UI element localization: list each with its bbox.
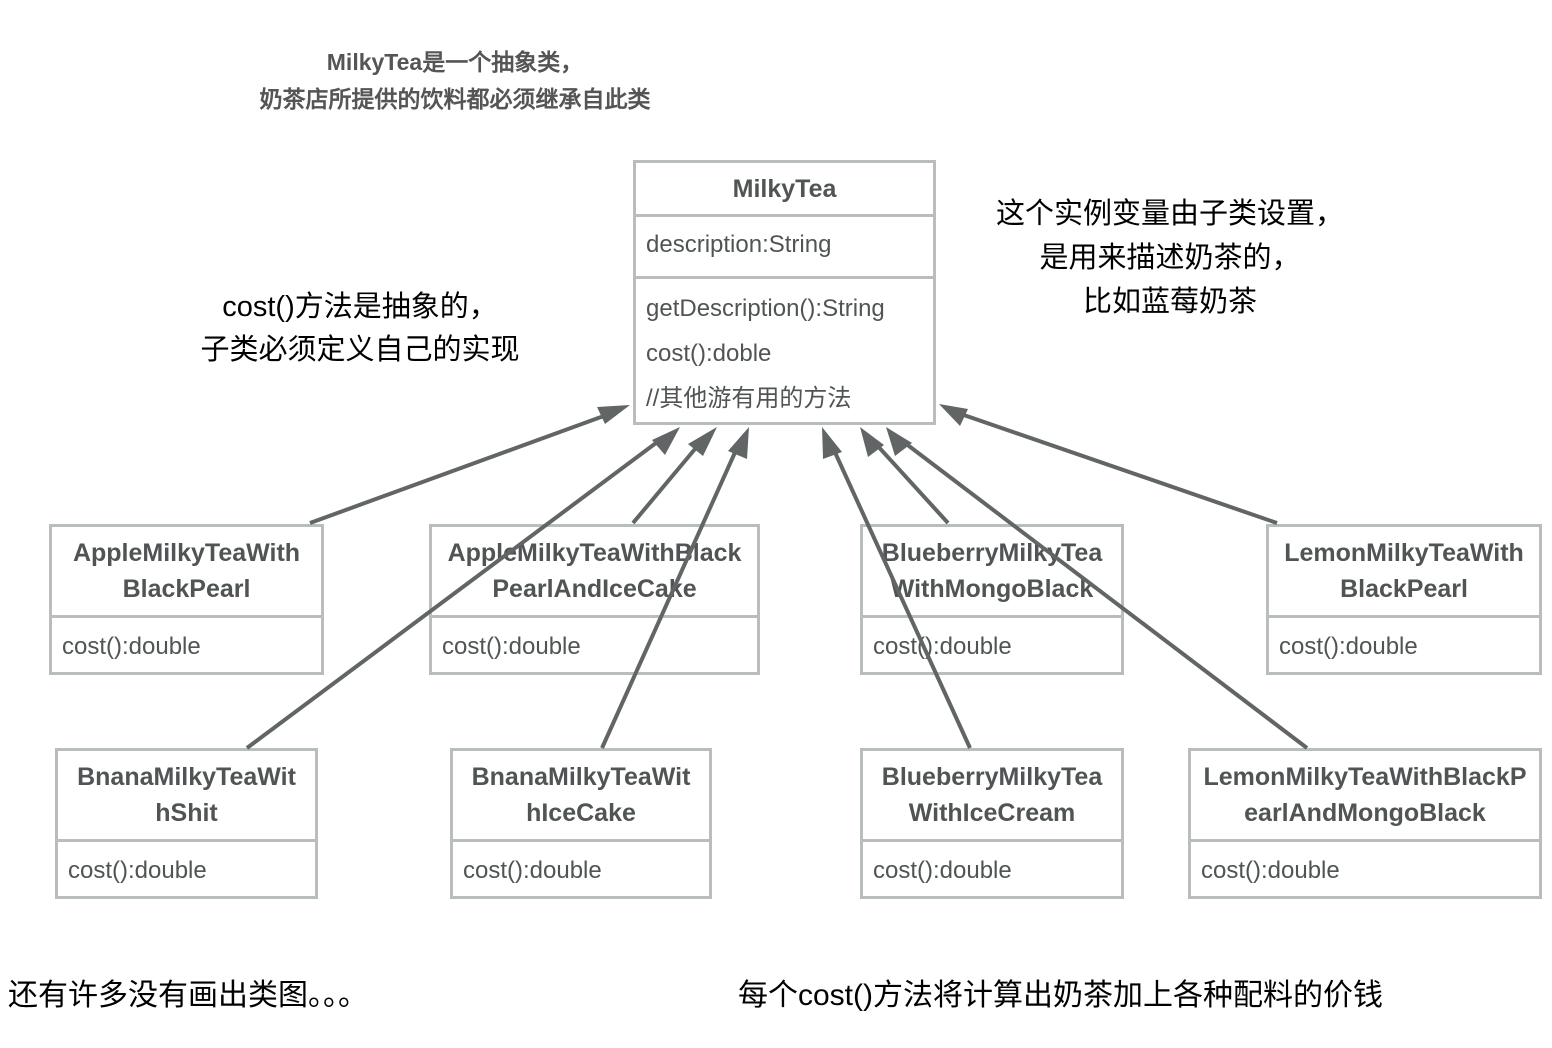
class-lemon-black-pearl-mongo-black[interactable]: LemonMilkyTeaWithBlackP earlAndMongoBlac… <box>1188 748 1542 899</box>
method-cost: cost():double <box>1279 633 1418 660</box>
class-banana-shit[interactable]: BnanaMilkyTeaWit hShit cost():double <box>55 748 318 899</box>
attribute-description: description:String <box>646 231 832 258</box>
arrowhead-icon <box>728 427 749 459</box>
class-name-line: WithIceCream <box>908 799 1076 827</box>
arrowhead-icon <box>822 427 842 459</box>
method-cost: cost():double <box>1201 857 1340 884</box>
arrow-lemon-black-pearl <box>957 411 1278 525</box>
method-comment: //其他游有用的方法 <box>646 385 852 412</box>
arrowhead-icon <box>652 427 680 455</box>
arrow-blueberry-mongo-black <box>873 441 950 525</box>
class-apple-black-pearl[interactable]: AppleMilkyTeaWith BlackPearl cost():doub… <box>49 524 324 675</box>
abstract-class-note-line: 奶茶店所提供的饮料都必须继承自此类 <box>259 86 651 112</box>
class-blueberry-mongo-black[interactable]: BlueberryMilkyTea WithMongoBlack cost():… <box>860 524 1124 675</box>
class-name-line: earlAndMongoBlack <box>1244 799 1486 827</box>
class-name-line: AppleMilkyTeaWith <box>72 539 301 567</box>
class-name-line: LemonMilkyTeaWithBlackP <box>1203 763 1527 791</box>
instance-variable-note-line: 这个实例变量由子类设置， <box>995 198 1344 230</box>
methods-section: getDescription():String cost():doble //其… <box>636 279 933 421</box>
class-name-line: BlueberryMilkyTea <box>881 763 1103 791</box>
instance-variable-note: 这个实例变量由子类设置， 是用来描述奶茶的， 比如蓝莓奶茶 <box>960 192 1380 324</box>
class-name: LemonMilkyTeaWith BlackPearl <box>1269 527 1539 618</box>
class-name: BnanaMilkyTeaWit hShit <box>58 751 315 842</box>
arrowhead-icon <box>860 427 884 457</box>
class-name-line: hShit <box>155 799 218 827</box>
class-name-line: BlackPearl <box>122 575 251 603</box>
method-cost: cost():doble <box>646 340 772 367</box>
class-name: MilkyTea <box>636 163 933 217</box>
class-blueberry-ice-cream[interactable]: BlueberryMilkyTea WithIceCream cost():do… <box>860 748 1124 899</box>
method-cost: cost():double <box>873 857 1012 884</box>
arrow-apple-black-pearl <box>309 411 613 525</box>
method-cost: cost():double <box>463 857 602 884</box>
class-name: BlueberryMilkyTea WithIceCream <box>863 751 1121 842</box>
class-apple-black-pearl-ice-cake[interactable]: AppleMilkyTeaWithBlack PearlAndIceCake c… <box>429 524 760 675</box>
arrowhead-icon <box>597 405 630 424</box>
method-cost: cost():double <box>442 633 581 660</box>
method-cost: cost():double <box>873 633 1012 660</box>
class-name: BnanaMilkyTeaWit hIceCake <box>453 751 709 842</box>
class-name: AppleMilkyTeaWithBlack PearlAndIceCake <box>432 527 757 618</box>
class-name-line: PearlAndIceCake <box>492 575 697 603</box>
class-name: LemonMilkyTeaWithBlackP earlAndMongoBlac… <box>1191 751 1539 842</box>
class-name-line: BnanaMilkyTeaWit <box>77 763 296 791</box>
abstract-class-note-line: MilkyTea是一个抽象类， <box>326 49 584 75</box>
class-name-line: WithMongoBlack <box>890 575 1094 603</box>
class-milkytea[interactable]: MilkyTea description:String getDescripti… <box>633 160 936 425</box>
arrowhead-icon <box>886 427 912 456</box>
method-cost: cost():double <box>62 633 201 660</box>
arrowhead-icon <box>688 427 717 456</box>
class-name: BlueberryMilkyTea WithMongoBlack <box>863 527 1121 618</box>
cost-abstract-note-line: 子类必须定义自己的实现 <box>200 334 520 366</box>
abstract-class-note: MilkyTea是一个抽象类， 奶茶店所提供的饮料都必须继承自此类 <box>230 44 680 118</box>
cost-abstract-note-line: cost()方法是抽象的， <box>222 291 498 323</box>
class-lemon-black-pearl[interactable]: LemonMilkyTeaWith BlackPearl cost():doub… <box>1266 524 1542 675</box>
class-name: AppleMilkyTeaWith BlackPearl <box>52 527 321 618</box>
more-classes-note: 还有许多没有画出类图。。。 <box>8 979 368 1012</box>
class-name-line: BlackPearl <box>1340 575 1468 603</box>
attributes-section: description:String <box>636 217 933 279</box>
class-name-line: LemonMilkyTeaWith <box>1284 539 1524 567</box>
class-name-line: BnanaMilkyTeaWit <box>471 763 691 791</box>
class-name-line: BlueberryMilkyTea <box>881 539 1103 567</box>
instance-variable-note-line: 是用来描述奶茶的， <box>1039 242 1301 274</box>
cost-calculation-note: 每个cost()方法将计算出奶茶加上各种配料的价钱 <box>738 979 1383 1012</box>
cost-abstract-note: cost()方法是抽象的， 子类必须定义自己的实现 <box>170 286 550 372</box>
arrow-apple-black-pearl-ice-cake <box>631 441 702 525</box>
method-cost: cost():double <box>68 857 207 884</box>
class-banana-ice-cake[interactable]: BnanaMilkyTeaWit hIceCake cost():double <box>450 748 712 899</box>
class-name-line: hIceCake <box>526 799 636 827</box>
arrowhead-icon <box>939 404 968 426</box>
method-getdescription: getDescription():String <box>646 295 885 322</box>
class-name-line: AppleMilkyTeaWithBlack <box>447 539 742 567</box>
instance-variable-note-line: 比如蓝莓奶茶 <box>1082 286 1257 318</box>
